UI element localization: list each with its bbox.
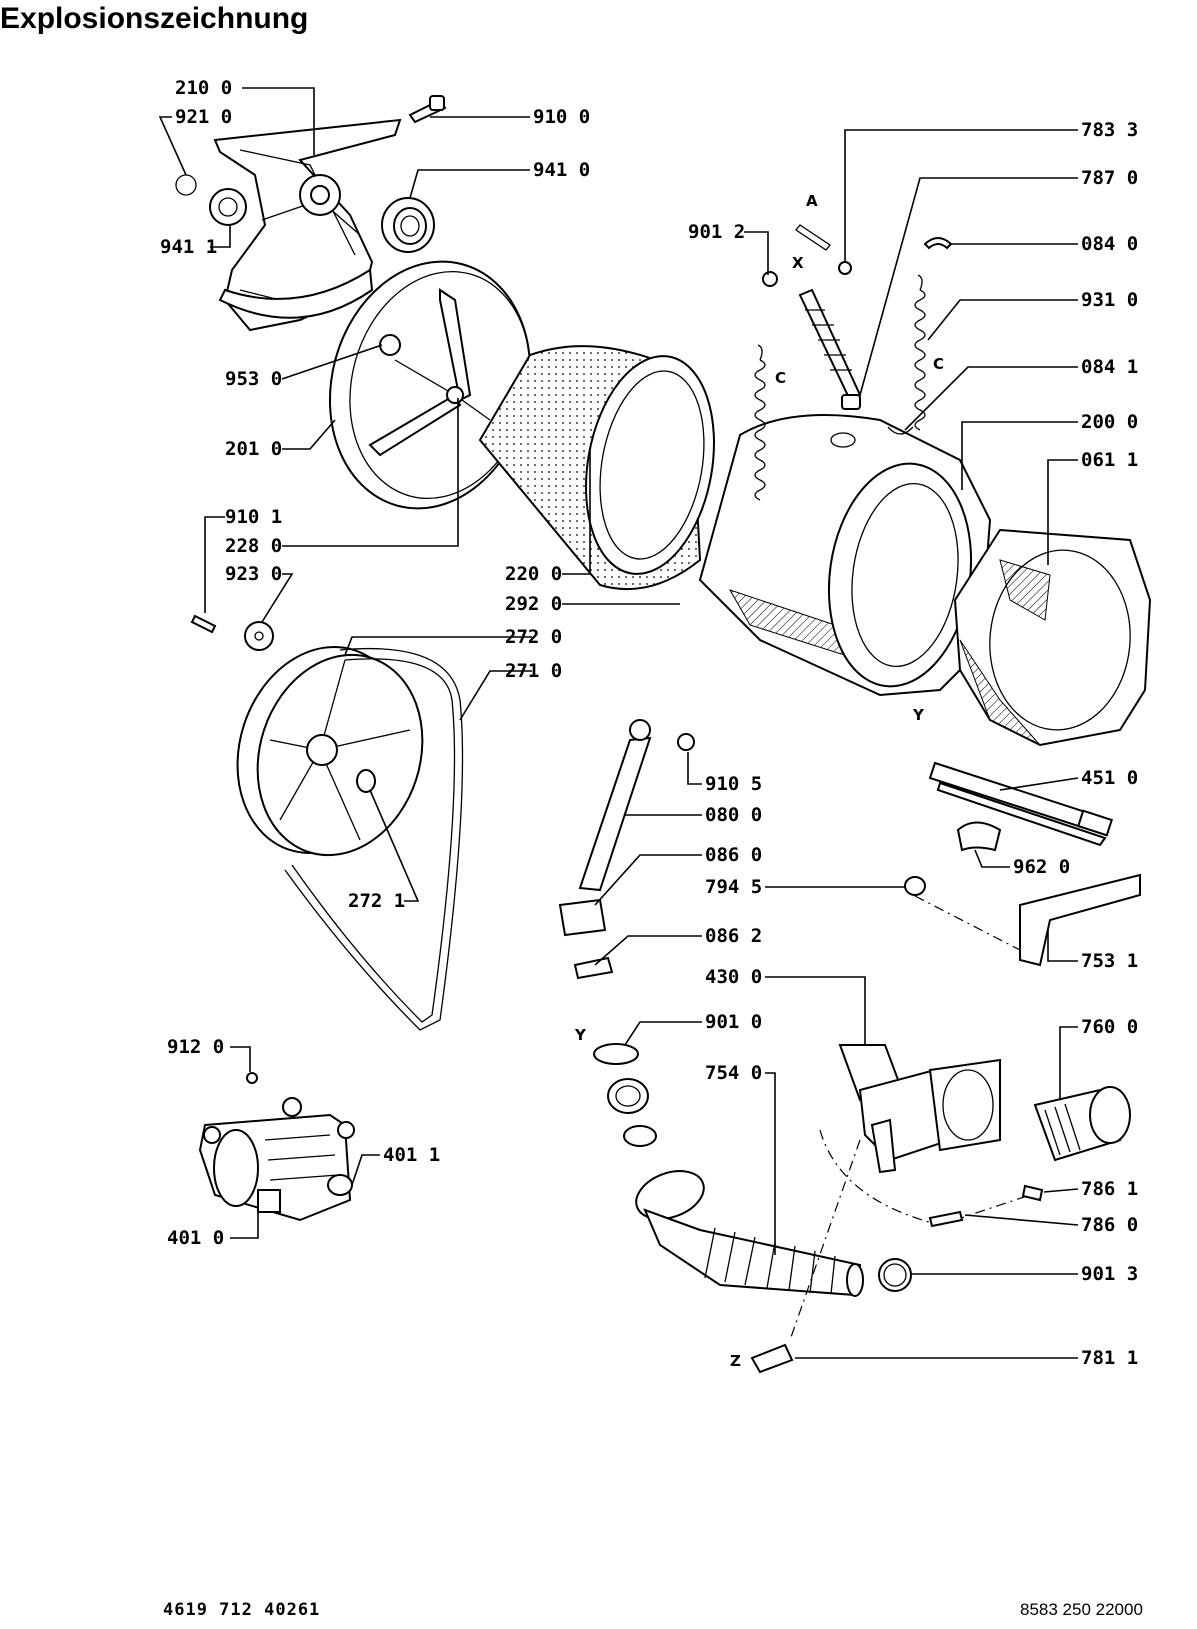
callout-7600: 760 0 — [1081, 1016, 1138, 1038]
shock-absorber-part — [558, 719, 695, 980]
callout-9012: 901 2 — [688, 221, 745, 243]
outer-tub-part — [698, 414, 992, 697]
callout-9100: 910 0 — [533, 106, 590, 128]
inner-drum-part — [478, 345, 715, 591]
callout-9230: 923 0 — [225, 563, 282, 585]
callout-7540: 754 0 — [705, 1062, 762, 1084]
bearing-part — [381, 197, 435, 253]
callout-7811: 781 1 — [1081, 1347, 1138, 1369]
callout-2920: 292 0 — [505, 593, 562, 615]
small-hose-part — [750, 1129, 1044, 1374]
callout-9410: 941 0 — [533, 159, 590, 181]
small-screw-part — [190, 614, 274, 651]
rear-bracket-part — [175, 118, 402, 332]
connection-letter-z: Z — [730, 1352, 741, 1370]
callout-4010: 401 0 — [167, 1227, 224, 1249]
callout-2000: 200 0 — [1081, 411, 1138, 433]
connection-letter-y2: Y — [574, 1026, 587, 1044]
callout-9620: 962 0 — [1013, 856, 1070, 878]
callout-2280: 228 0 — [225, 535, 282, 557]
callout-2721: 272 1 — [348, 890, 405, 912]
bolt-part — [408, 95, 447, 124]
callout-7945: 794 5 — [705, 876, 762, 898]
callout-9101: 910 1 — [225, 506, 282, 528]
rear-flange-part — [328, 260, 532, 510]
connection-letter-c2: C — [933, 355, 944, 373]
drive-belt-part — [284, 647, 464, 1031]
callout-0611: 061 1 — [1081, 449, 1138, 471]
leader-lines — [158, 87, 1079, 1359]
connection-letter-x: X — [792, 254, 804, 272]
drain-bellows-part — [593, 1043, 912, 1297]
callout-4011: 401 1 — [383, 1144, 440, 1166]
connection-letters: A X C C Y Y Z — [574, 192, 944, 1370]
callout-4300: 430 0 — [705, 966, 762, 988]
callout-9310: 931 0 — [1081, 289, 1138, 311]
callout-2720: 272 0 — [505, 626, 562, 648]
page-title: Explosionszeichnung — [0, 2, 309, 35]
motor-part — [198, 1072, 355, 1222]
springs-part — [754, 274, 926, 501]
document-code-left: 4619 712 40261 — [163, 1600, 321, 1620]
callout-2710: 271 0 — [505, 660, 562, 682]
connection-letter-c1: C — [775, 369, 786, 387]
callout-2200: 220 0 — [505, 563, 562, 585]
drain-pump-part — [838, 1044, 1001, 1174]
callout-7870: 787 0 — [1081, 167, 1138, 189]
callout-7531: 753 1 — [1081, 950, 1138, 972]
callout-2100: 210 0 — [175, 77, 232, 99]
callout-0841: 084 1 — [1081, 356, 1138, 378]
callout-7833: 783 3 — [1081, 119, 1138, 141]
callout-9411: 941 1 — [160, 236, 217, 258]
callout-0840: 084 0 — [1081, 233, 1138, 255]
callout-2010: 201 0 — [225, 438, 282, 460]
document-code-right: 8583 250 22000 — [1020, 1600, 1143, 1619]
callout-4510: 451 0 — [1081, 767, 1138, 789]
pump-filter-part — [1033, 1086, 1131, 1162]
callout-9530: 953 0 — [225, 368, 282, 390]
connection-letter-a: A — [806, 192, 818, 210]
callout-9010: 901 0 — [705, 1011, 762, 1033]
callout-0862: 086 2 — [705, 925, 762, 947]
callout-0800: 080 0 — [705, 804, 762, 826]
pulley-part — [236, 645, 424, 857]
callout-9210: 921 0 — [175, 106, 232, 128]
sensor-part — [904, 873, 1141, 967]
callout-9013: 901 3 — [1081, 1263, 1138, 1285]
connection-letter-y1: Y — [912, 706, 925, 724]
heater-element-part — [928, 761, 1113, 852]
callout-9105: 910 5 — [705, 773, 762, 795]
callout-7860: 786 0 — [1081, 1214, 1138, 1236]
callout-7861: 786 1 — [1081, 1178, 1138, 1200]
front-counterweight-part — [953, 528, 1152, 747]
callout-labels: 210 0 921 0 910 0 941 0 941 1 783 3 787 … — [160, 77, 1138, 1369]
callout-0860: 086 0 — [705, 844, 762, 866]
callout-9120: 912 0 — [167, 1036, 224, 1058]
